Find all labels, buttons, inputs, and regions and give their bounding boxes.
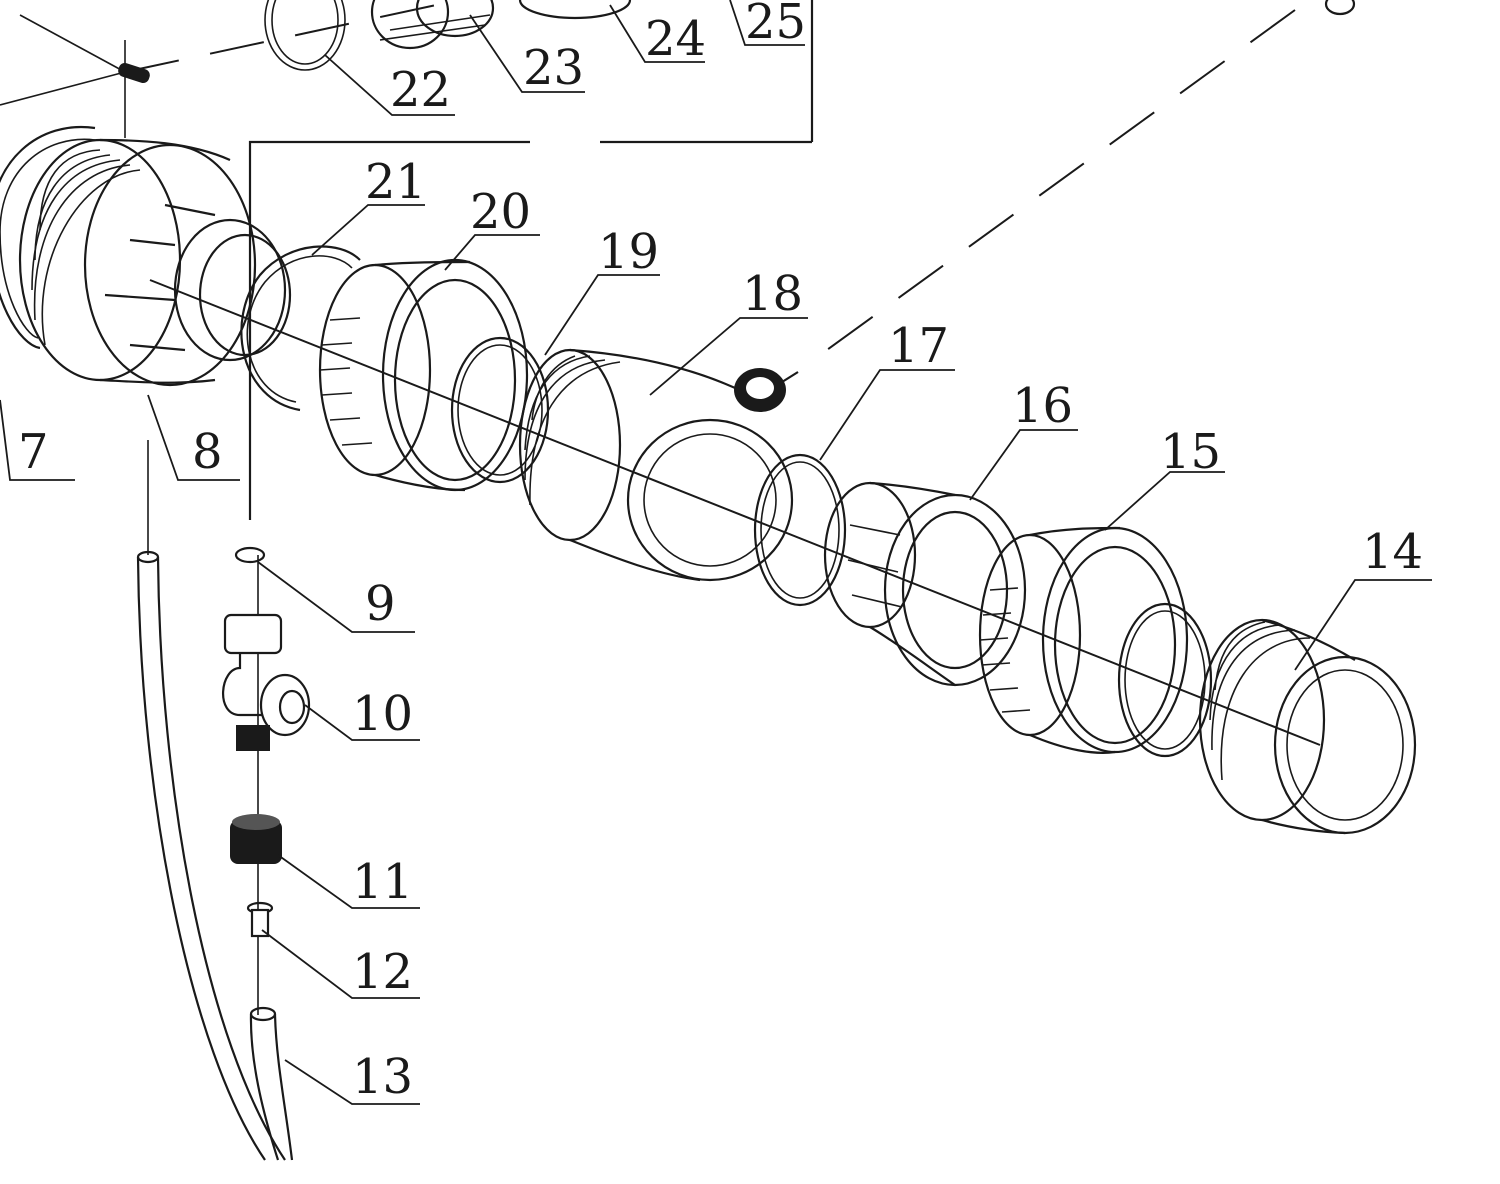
long-tube: [136, 550, 286, 1161]
callout-11: 11: [352, 854, 413, 910]
part-22-oring-top: [264, 0, 346, 71]
part-14-end-cap: [1117, 602, 1417, 835]
part-bolt-top: [118, 62, 150, 84]
adapter-threads: [31, 149, 141, 346]
cap-threads: [1209, 621, 1311, 781]
part-20-union-nut: [318, 258, 529, 492]
callout-14: 14: [1362, 524, 1423, 580]
part-13-tube-end: [249, 1006, 294, 1161]
body-threads: [524, 355, 621, 506]
part-23-threaded-top: [370, 0, 495, 50]
part-9-washer: [234, 546, 266, 564]
filler-cap-icon: [734, 368, 799, 412]
callout-21: 21: [365, 154, 426, 210]
callout-8: 8: [192, 424, 223, 480]
callout-9: 9: [365, 576, 396, 632]
part-17-oring: [753, 453, 847, 607]
callout-24: 24: [645, 11, 706, 67]
part-21-split-ring: [240, 245, 361, 412]
callout-18: 18: [742, 266, 803, 322]
part-15-union-nut: [978, 526, 1189, 754]
nut-ribs-15: [979, 587, 1031, 713]
callout-12: 12: [352, 944, 413, 1000]
part-16-flanged-adapter: [823, 481, 1027, 687]
callout-16: 16: [1012, 378, 1073, 434]
part-11-nut: [230, 814, 282, 864]
nut-ribs: [319, 317, 373, 446]
callout-25: 25: [745, 0, 806, 50]
callout-13: 13: [352, 1049, 413, 1105]
leader-lines: [0, 0, 1432, 1105]
callout-22: 22: [390, 62, 451, 118]
part-7-large-oring: [0, 125, 96, 350]
part-10-tee-fitting: [222, 613, 311, 751]
callout-20: 20: [470, 184, 531, 240]
part-18-main-body: [518, 348, 799, 582]
part-12-insert: [246, 901, 274, 938]
part-nut-topright: [1324, 0, 1356, 16]
callout-17: 17: [888, 318, 949, 374]
part-24-ring-top: [518, 0, 632, 20]
callout-19: 19: [598, 224, 659, 280]
part-8-tank-adapter: [18, 138, 292, 387]
callout-labels: 7 8 9 10 11 12 13 14 15 16 17 18 19 20 2…: [18, 0, 1423, 1105]
callout-15: 15: [1160, 424, 1221, 480]
callout-23: 23: [523, 40, 584, 96]
callout-7: 7: [18, 424, 49, 480]
callout-10: 10: [352, 686, 413, 742]
